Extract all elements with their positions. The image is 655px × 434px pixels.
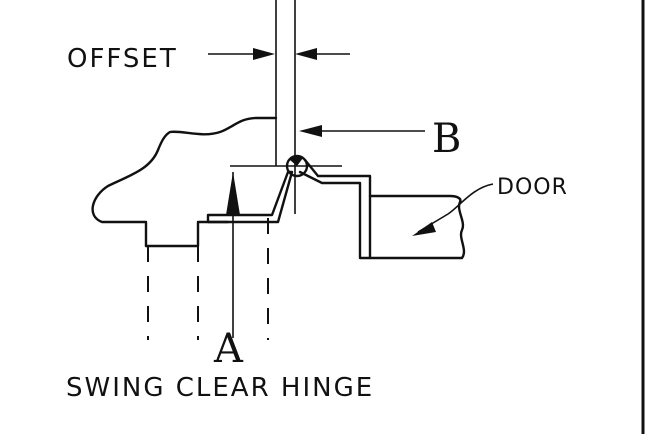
offset-dimension xyxy=(208,48,350,60)
frame-step-profile xyxy=(144,220,230,248)
door-label: DOOR xyxy=(497,175,568,200)
hinge-leaf-frame xyxy=(206,170,294,224)
b-leader xyxy=(299,125,425,137)
hinge-knuckle-shade xyxy=(290,156,303,166)
door-panel xyxy=(368,194,466,260)
a-label: A xyxy=(213,326,244,372)
frame-outline xyxy=(91,116,278,248)
diagram-caption: SWING CLEAR HINGE xyxy=(66,373,374,403)
door-leader xyxy=(412,183,494,236)
b-label: B xyxy=(432,116,461,162)
a-dimension xyxy=(226,172,240,338)
hinge-leaf-door xyxy=(298,158,372,260)
offset-label: OFFSET xyxy=(67,44,178,74)
